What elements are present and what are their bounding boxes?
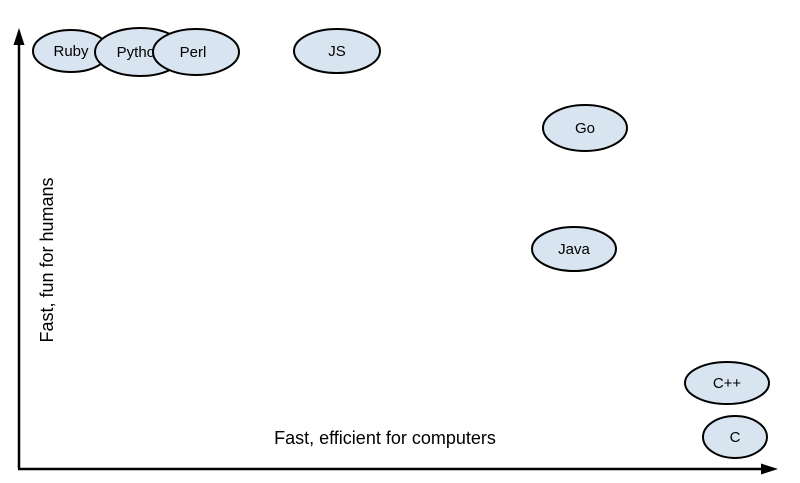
node-ruby-label: Ruby [53, 43, 89, 60]
axes [13, 28, 778, 475]
node-cpp-ellipse [684, 361, 770, 405]
node-js-ellipse [293, 28, 381, 74]
y-axis-label: Fast, fun for humans [37, 177, 57, 342]
x-axis-arrowhead-icon [761, 463, 778, 475]
node-perl: Perl [152, 28, 240, 76]
node-js: JS [293, 28, 381, 74]
node-python-label: Python [117, 44, 164, 61]
node-cpp-label: C++ [713, 375, 742, 392]
node-ruby: Ruby [32, 29, 110, 73]
x-axis-label: Fast, efficient for computers [274, 428, 496, 448]
node-go-label: Go [575, 120, 595, 137]
node-java-ellipse [531, 226, 617, 272]
node-js-label: JS [328, 43, 346, 60]
node-c-label: C [730, 429, 741, 446]
node-perl-ellipse [152, 28, 240, 76]
node-java: Java [531, 226, 617, 272]
node-c-ellipse [702, 415, 768, 459]
node-java-label: Java [558, 241, 590, 258]
node-perl-label: Perl [180, 44, 207, 61]
node-go-ellipse [542, 104, 628, 152]
node-c: C [702, 415, 768, 459]
y-axis-arrowhead-icon [13, 28, 25, 45]
node-cpp: C++ [684, 361, 770, 405]
node-go: Go [542, 104, 628, 152]
